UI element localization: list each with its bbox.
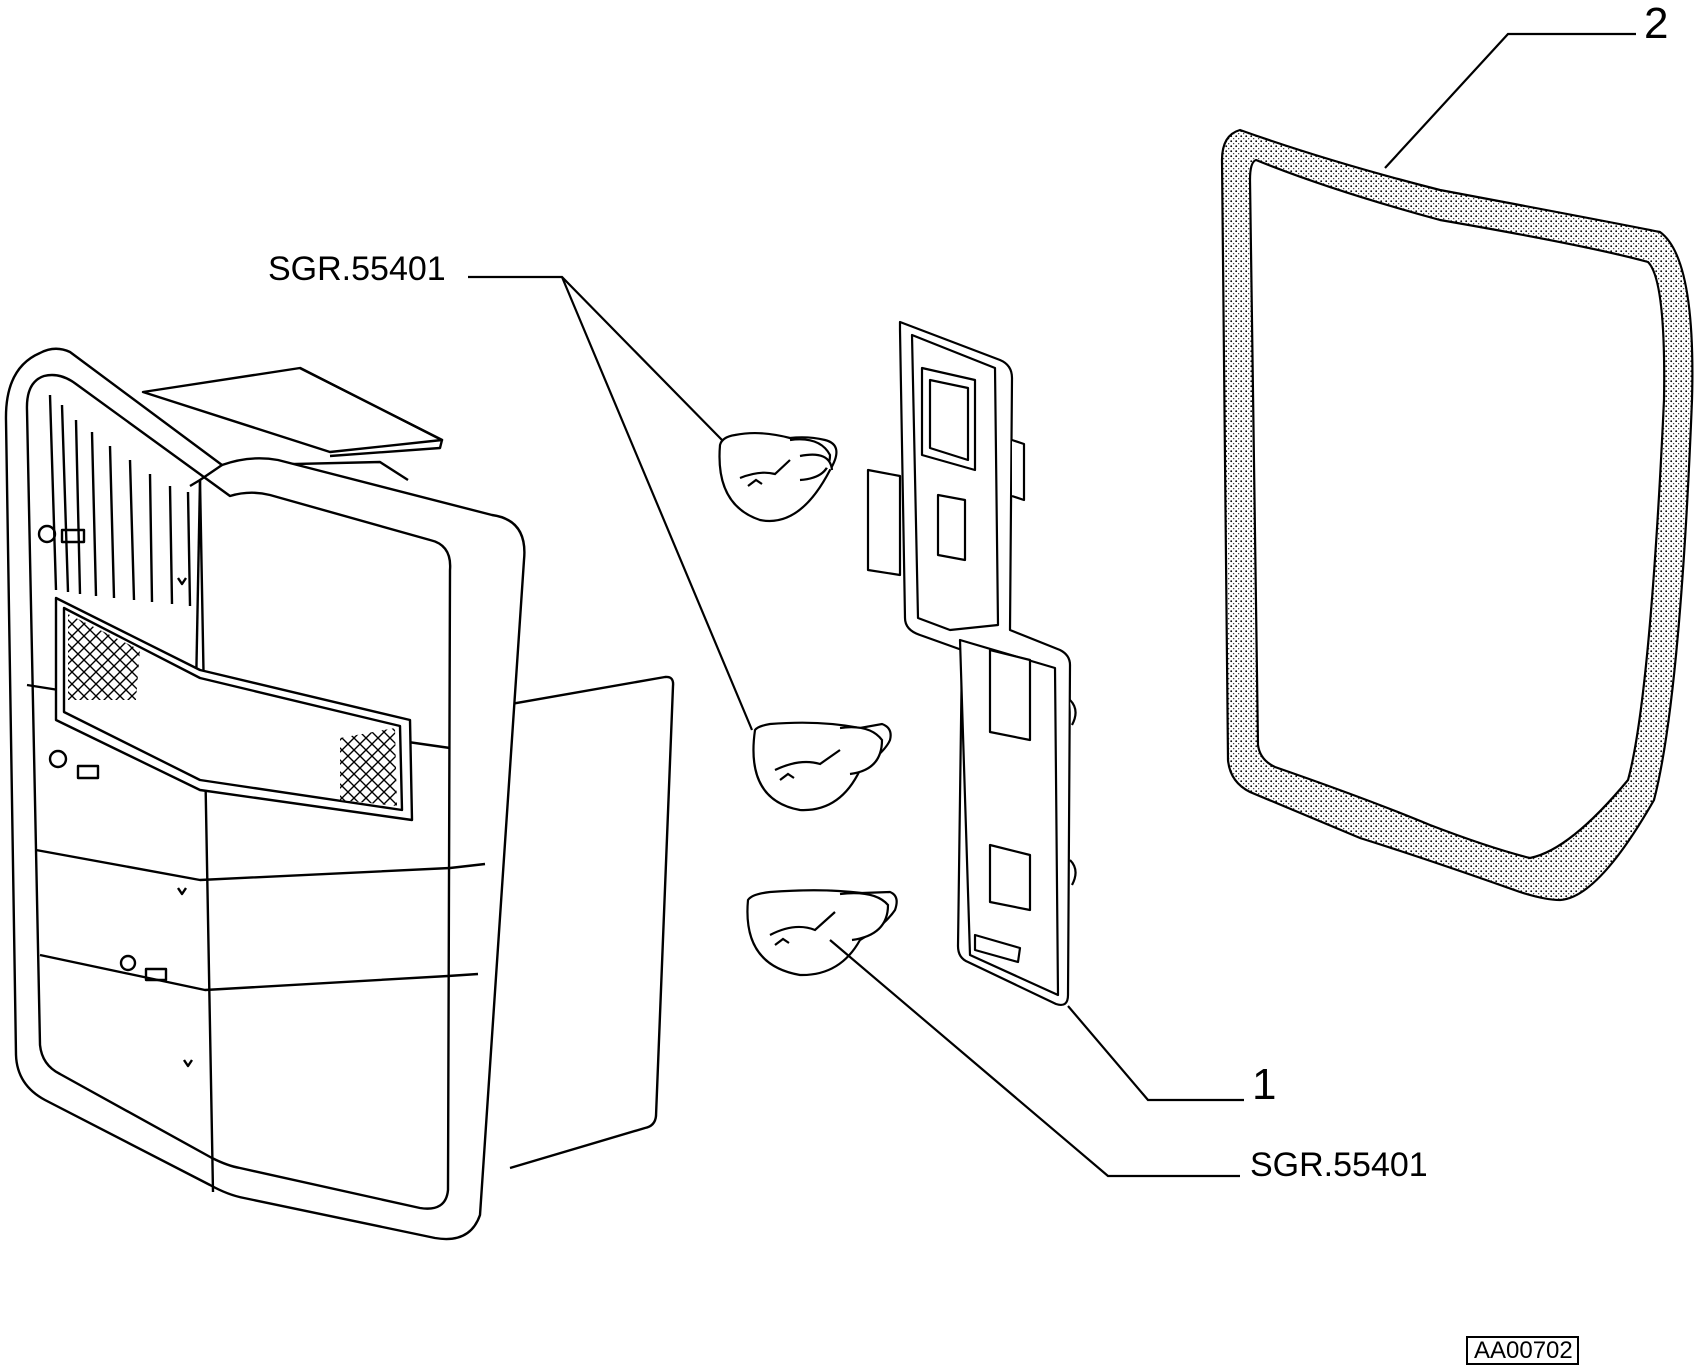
leader-sgr-bottom bbox=[829, 939, 1240, 1178]
bulb-bottom bbox=[746, 889, 898, 977]
callout-part-2: 2 bbox=[1644, 0, 1669, 48]
callout-part-1: 1 bbox=[1252, 1060, 1277, 1109]
callout-sgr-top: SGR.55401 bbox=[268, 250, 446, 288]
leader-part-1 bbox=[1067, 1005, 1244, 1102]
leader-part-2 bbox=[1384, 32, 1636, 169]
bulb-holder-board bbox=[866, 320, 1077, 1007]
callout-sgr-bottom: SGR.55401 bbox=[1250, 1146, 1428, 1184]
leader-sgr-top-2 bbox=[560, 276, 754, 731]
gasket bbox=[1220, 128, 1694, 902]
leader-lines bbox=[468, 32, 1636, 1178]
bulb-top bbox=[718, 431, 838, 523]
drawing-code-box: AA00702 bbox=[1466, 1336, 1579, 1365]
bulb-middle bbox=[752, 721, 892, 812]
tail-lamp-housing bbox=[4, 347, 675, 1241]
